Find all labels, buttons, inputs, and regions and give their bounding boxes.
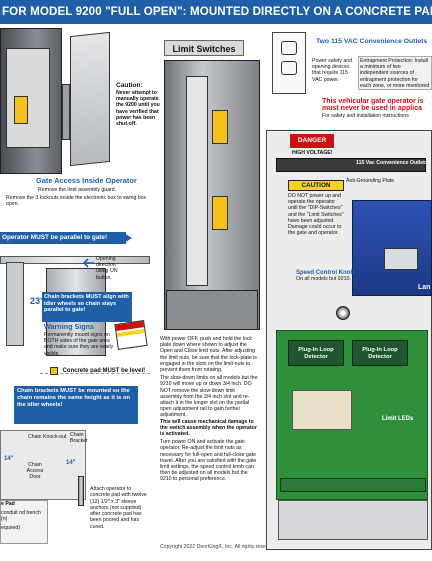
concrete-pad-label-box: e Pad conduit nd trench (n) equired) [0, 500, 48, 544]
caution-right-box: CAUTION DO NOT power up and operate the … [288, 180, 344, 266]
vehicular-title2: must never be used in applica [322, 105, 422, 112]
terminal-strip-top [276, 158, 426, 172]
anchor-bolt-illustration [78, 476, 84, 506]
limit-text-1: With power OFF, push and hold the lock p… [160, 336, 257, 374]
limit-leds-label: Limit LEDs [382, 416, 414, 422]
terminal-strip-bottom [280, 478, 426, 492]
opening-arrow-icon [82, 258, 94, 268]
chain-mounted-text: Chain brackets MUST be mounted so the ch… [17, 388, 131, 408]
yellow-component-illustration [14, 96, 28, 124]
limit-assembly-illustration [164, 60, 260, 330]
label-dim-right: 14" [66, 460, 76, 466]
parallel-arrow [124, 233, 132, 243]
limit-switches-instructions: With power OFF, push and hold the lock p… [160, 336, 258, 483]
page-banner: FOR MODEL 9200 "FULL OPEN": MOUNTED DIRE… [0, 0, 432, 24]
caution-left-text: Never attempt to manually operate the 92… [116, 90, 160, 128]
outlets-strip-label: 115 Vac Convenience Outlets [356, 160, 428, 166]
small-bracket-illustration [62, 84, 70, 140]
loop-detector-1: Plug-In Loop Detector [288, 340, 344, 366]
concrete-level-note: Concrete pad MUST be level! [40, 362, 150, 375]
limit-nut-lower-illustration [212, 196, 228, 230]
limit-base-illustration [166, 290, 258, 330]
caution-left-title: Caution: [116, 82, 143, 89]
gate-rail-illustration [0, 256, 150, 264]
box-base-illustration [278, 500, 428, 540]
label-dim-left: 14" [4, 456, 14, 462]
caution-left-box: Caution: Never attempt to manually opera… [116, 82, 160, 162]
chain-mounted-note: Chain brackets MUST be mounted so the ch… [14, 386, 138, 424]
vehicular-note: This vehicular gate operator is must nev… [322, 98, 432, 119]
concrete-level-arrow-icon [50, 366, 58, 375]
warning-sign-card-illustration [114, 320, 148, 350]
entrapment-text: Entrapment Protection: Install a minimum… [358, 56, 432, 90]
gate-access-step1: Remove the limit assembly guard. [38, 187, 117, 193]
danger-label: DANGER [290, 134, 334, 148]
caution-right-title: CAUTION [288, 180, 344, 191]
vehicular-title: This vehicular gate operator is [322, 98, 424, 105]
warning-signs-section: Warning Signs Permanently mount signs on… [44, 322, 114, 357]
label-concrete-pad: e Pad [1, 501, 15, 507]
copyright-footer: Copyright 2022 DoorKing®, Inc. All right… [160, 544, 278, 550]
high-voltage-label: HIGH VOLTAGE! [292, 150, 333, 156]
label-conduit2: equired) [1, 524, 21, 531]
loop-detector-2: Plug-In Loop Detector [352, 340, 408, 366]
limit-text-4: Turn power ON and activate the gate oper… [160, 439, 257, 483]
speed-knob-icon[interactable] [336, 306, 350, 320]
chain-detail-illustration [0, 430, 86, 500]
concrete-level-text: Concrete pad MUST be level! [62, 367, 146, 374]
gate-access-section: Gate Access Inside Operator Remove the l… [0, 176, 160, 216]
cover-plate-illustration [70, 31, 110, 167]
outlets-title: Two 115 VAC Convenience Outlets [316, 38, 428, 45]
label-chain-bracket: Chain Bracket [70, 432, 88, 445]
speed-knob-section: Speed Control Knob On all models but 921… [296, 270, 356, 282]
limit-switches-title: Limit Switches [164, 40, 244, 56]
dimension-23: 23" [30, 296, 45, 306]
vehicular-sub: For safety and installation instructions [322, 113, 409, 119]
speed-knob-sub: On all models but 9210. [296, 276, 351, 282]
relay-block-illustration [292, 390, 352, 430]
controller-brand: Lan [418, 284, 431, 291]
opening-direction-text: Opening direction using ON button. [96, 256, 118, 281]
anti-grounding-label: Anti-Grounding Plate [346, 178, 395, 184]
outlet-illustration [272, 32, 306, 94]
chain-align-text: Chain brackets MUST align with idler whe… [44, 294, 129, 314]
controller-display-illustration [384, 248, 418, 270]
caution-right-text: DO NOT power up and operate the operator… [288, 193, 344, 237]
warning-signs-title: Warning Signs [44, 322, 95, 331]
operator-panel-illustration [6, 48, 50, 148]
chain-align-note: Chain brackets MUST align with idler whe… [42, 292, 132, 322]
label-conduit: conduit nd trench (n) [1, 510, 41, 523]
parallel-note: Operator MUST be parallel to gate! [0, 232, 126, 244]
speed-knob-title: Speed Control Knob [296, 270, 354, 276]
gate-frame-illustration [6, 262, 24, 346]
attach-note: Attach operator to concrete pad with twe… [90, 486, 147, 530]
limit-nut-upper-illustration [212, 110, 228, 144]
limit-text-3: This will cause mechanical damage to the… [160, 418, 257, 438]
limit-text-2: The slow-down limits on all models but t… [160, 375, 258, 419]
label-chain-access: Chain Access Door [26, 462, 44, 481]
label-chain-knockout: Chain Knock-out [28, 434, 67, 440]
gate-access-title: Gate Access Inside Operator [36, 176, 137, 185]
limit-rail-illustration [186, 76, 208, 286]
gate-access-step2: Remove the 3 locknuts inside the electro… [6, 195, 147, 208]
warning-signs-text: Permanently mount signs on BOTH sides of… [44, 332, 114, 357]
outlets-text: Power safety and opening devices that re… [312, 58, 353, 83]
